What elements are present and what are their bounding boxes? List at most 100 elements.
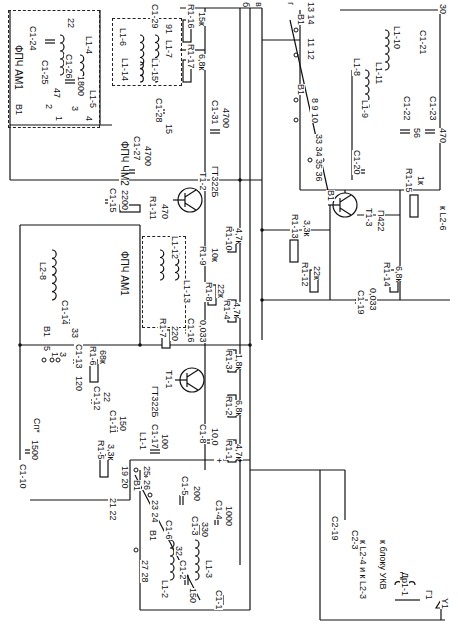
component-label: L1-11 (374, 62, 383, 84)
transistor-lead (340, 195, 351, 202)
component-label: С1-14 (60, 300, 69, 325)
switch-contact (294, 118, 298, 122)
component-label: 1000 (224, 506, 233, 526)
component-label: L1-15 (150, 58, 159, 81)
component-label: 2 (44, 104, 53, 109)
switch-contact (308, 158, 312, 162)
component-label: 150 (118, 416, 127, 431)
component-label: 0,033 (198, 320, 207, 343)
component-label: В1 (42, 326, 51, 337)
component-label: В1 (296, 84, 305, 95)
wire (340, 9, 440, 10)
component-label: 32 (174, 546, 183, 556)
component-label: С1-12 (92, 386, 101, 411)
component-label: 19 20 (120, 466, 129, 489)
component-label: 1,8к (234, 354, 243, 370)
component-label: В1 (296, 14, 305, 25)
component-label: 4700 (143, 146, 152, 166)
component-label: 91 (164, 24, 173, 34)
component-label: R1-5 (96, 440, 105, 460)
resistor-symbol (290, 240, 298, 262)
wire (20, 224, 140, 225)
component-label: 3 (58, 352, 67, 357)
transistor-lead (187, 370, 198, 377)
component-label: 0,033 (368, 288, 377, 311)
component-label: 100 (160, 434, 169, 449)
component-label: С1-6 (164, 520, 173, 540)
component-label: С1-21 (418, 30, 427, 55)
component-label: L1-12 (170, 236, 179, 259)
wire (10, 124, 112, 125)
switch-ganging (290, 20, 330, 200)
component-label: 22к (312, 266, 321, 280)
component-label: 11 12 (306, 38, 315, 60)
component-label: 6,8к (234, 400, 243, 416)
component-label: С1-2 (178, 560, 187, 580)
component-label: С1-13 (74, 344, 83, 369)
coil-symbol (52, 250, 56, 300)
component-label: 330 (200, 522, 209, 537)
component-label: С1-25 (40, 60, 49, 85)
transistor-lead (328, 204, 340, 205)
component-label: R1-1 (224, 440, 233, 460)
transistor-lead (173, 199, 185, 200)
switch-contact (50, 358, 54, 362)
component-label: б (241, 2, 250, 7)
capacitor-plate (65, 79, 75, 80)
component-label: 470 (438, 128, 447, 143)
component-label: 15 (164, 124, 173, 134)
component-label: 3,3к (302, 220, 311, 236)
component-label: L1-6 (118, 28, 127, 46)
switch-contact (294, 98, 298, 102)
component-label: 30 (438, 4, 447, 14)
component-label: 3,3к (106, 444, 115, 460)
component-label: Y1 (440, 598, 449, 609)
component-label: L1-3 (204, 560, 213, 578)
component-label: 220 (170, 326, 179, 341)
component-label: 56 (412, 128, 421, 138)
component-label: 6,8к (197, 54, 206, 70)
component-label: к L2-6 (438, 206, 447, 230)
component-label: С1-29 (150, 4, 159, 29)
capacitor-plate (210, 132, 220, 133)
component-label: R1-12 (300, 262, 309, 287)
capacitor-plate (425, 129, 435, 130)
transistor-lead (187, 383, 198, 390)
wire (20, 344, 250, 345)
component-label: R1-8 (204, 282, 213, 302)
component-label: С1-10 (18, 464, 27, 489)
wire (320, 619, 445, 620)
coil-symbol (385, 30, 389, 70)
resistor-symbol (410, 195, 418, 217)
component-label: С1-31 (210, 100, 219, 125)
coil-symbol (140, 35, 144, 65)
component-label: С1-23 (428, 96, 437, 121)
wire (300, 189, 440, 190)
switch-contact (56, 358, 60, 362)
component-label: В1 (132, 480, 141, 491)
block-title: ФПЧ АМ1 (119, 251, 129, 296)
component-label: 10к (210, 248, 219, 262)
coil-symbol (160, 250, 164, 280)
component-label: С2-19 (330, 516, 339, 541)
wire (319, 470, 320, 620)
component-label: С1-5 (180, 476, 189, 496)
capacitor-plate (150, 452, 160, 453)
filter-block: ФПЧ АМ1 (142, 236, 186, 328)
component-label: С1-4 (214, 500, 223, 520)
component-label: 3 (70, 106, 79, 111)
component-label: С1-16 (186, 318, 195, 343)
component-label: 4700 (221, 108, 230, 128)
component-label: С1-24 (28, 26, 37, 51)
component-label: П422 (376, 210, 385, 232)
component-label: 22к (216, 284, 225, 298)
block-title: ФПЧ ЧМ2 (119, 141, 129, 186)
component-label: L1-10 (392, 26, 401, 49)
component-label: 22 (102, 392, 111, 402)
wire (299, 10, 300, 190)
component-label: 1к (416, 176, 425, 185)
component-label: в (254, 2, 263, 7)
wire (395, 599, 420, 600)
component-label: + (214, 458, 223, 463)
component-label: В1 (148, 530, 157, 541)
